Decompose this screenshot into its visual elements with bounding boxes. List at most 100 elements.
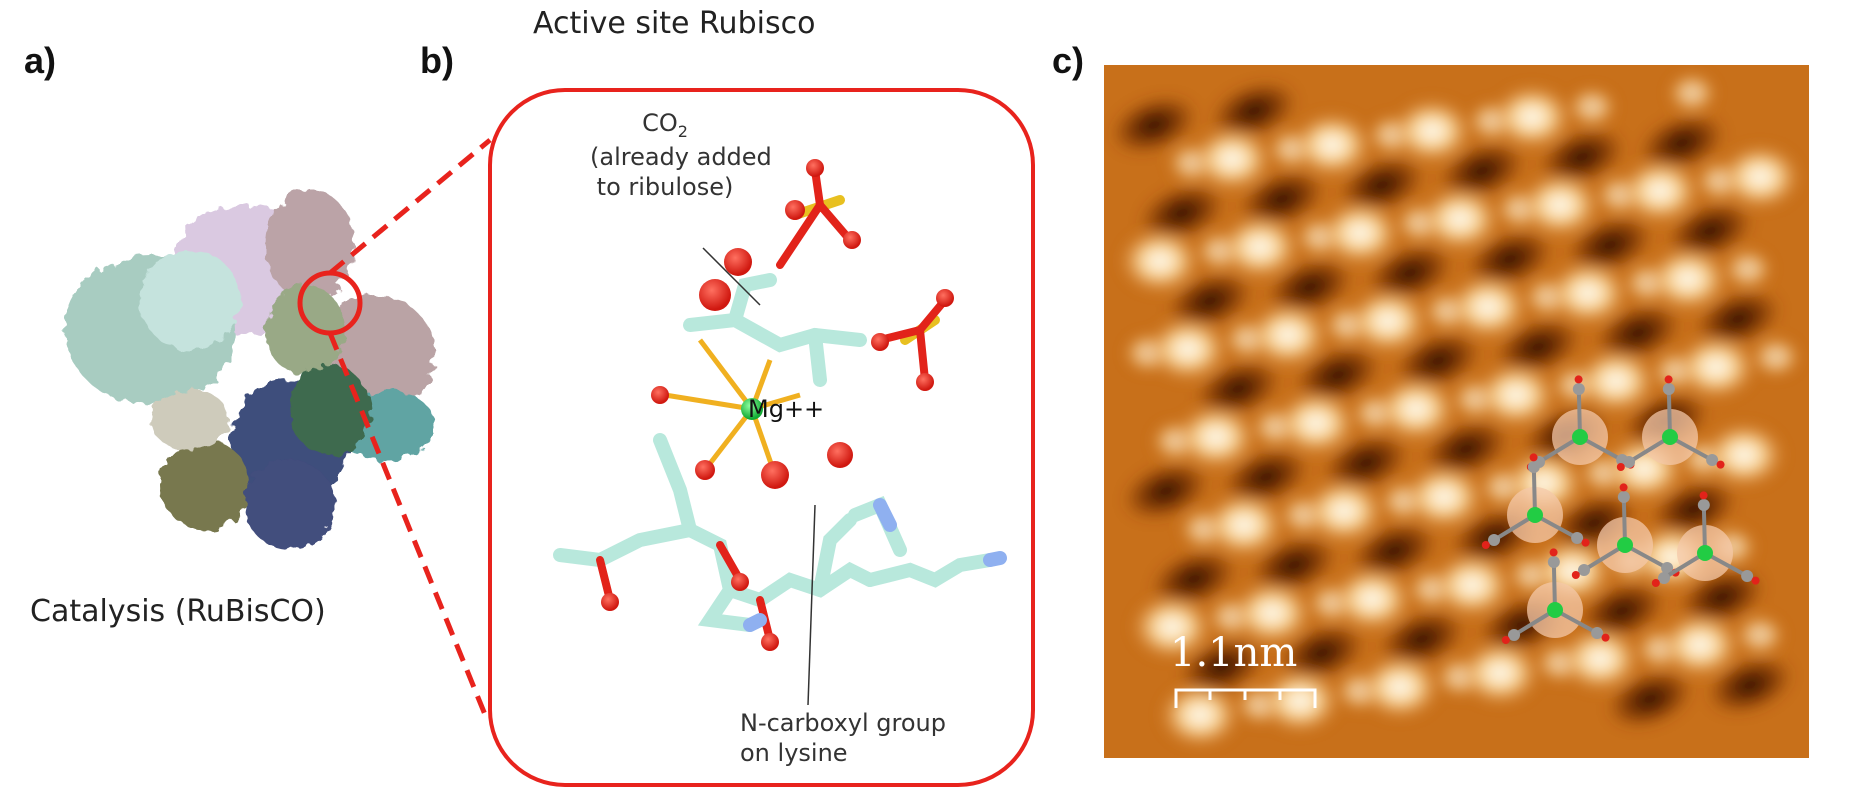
stm-bright-spot [1374,375,1458,443]
molecule-model-oxygen [1581,538,1590,547]
molecule-model-oxygen [1549,548,1558,557]
stm-bright-spot [1518,171,1602,239]
molecule-model-carbon [1697,499,1710,512]
molecule-model-carbon [1591,627,1604,640]
stm-bright-spot [1130,593,1214,661]
co2-note-line2: (already added [590,142,772,171]
stm-bright-spot [1750,335,1802,379]
co2-annotation: CO2 (already added to ribulose) [590,108,772,202]
molecule-model-metal-center [1617,537,1633,553]
zoom-line-bottom [327,332,491,723]
co2-pointer-line [702,247,761,306]
stm-bright-spot [1302,477,1386,545]
stm-bright-spot [1274,389,1358,457]
zoom-line-top [328,138,492,275]
molecule-model-oxygen [1619,483,1628,492]
molecule-model-carbon [1658,571,1671,584]
stm-bright-spot [1722,247,1774,291]
stm-bright-spot [1402,463,1486,531]
active-site-box [488,88,1035,787]
panel-label-c: c) [1052,40,1085,81]
molecule-model-oxygen [1716,460,1725,469]
molecule-model-metal-center [1547,602,1563,618]
molecule-model-oxygen [1571,570,1580,579]
molecule-model-carbon [1571,532,1584,545]
molecule-model-carbon [1706,454,1719,467]
co2-note-line3: to ribulose) [596,172,734,201]
stm-bright-spot [1174,403,1258,471]
stm-bright-spot [1734,613,1786,657]
stm-bright-spot [1218,213,1302,281]
molecule-model-carbon [1547,556,1560,569]
molecule-model-oxygen [1574,375,1583,384]
stm-bright-spot [1346,287,1430,355]
molecule-model-carbon [1578,563,1591,576]
stm-bright-spot [1646,245,1730,313]
stm-bright-spot [1474,361,1558,429]
molecule-model-carbon [1741,570,1754,583]
panel-b-title: Active site Rubisco [533,6,816,41]
stm-bright-spot [1418,185,1502,253]
panel-label-a: a) [24,40,57,81]
molecule-model-oxygen [1601,633,1610,642]
stm-bright-spot [1358,653,1442,721]
stm-bright-spot [1190,125,1274,193]
co2-text: CO [642,109,678,137]
magnesium-atom [741,398,763,420]
ncarboxyl-line2: on lysine [740,739,848,767]
stm-bright-spot [1458,639,1542,707]
active-site-molecule [553,159,1007,706]
stm-bright-spot [1674,333,1758,401]
magnesium-label: Mg++ [748,395,825,423]
molecule-model-metal-center [1697,545,1713,561]
stm-bright-spot [1490,83,1574,151]
ncarboxyl-pointer-line [807,504,816,706]
molecule-model-carbon [1617,491,1630,504]
molecule-model-carbon [1527,461,1540,474]
molecule-model-metal-center [1527,507,1543,523]
stm-depression [1109,94,1199,156]
molecule-model-oxygen [1501,635,1510,644]
protein-subunits [65,190,435,550]
stm-bright-spot [1246,301,1330,369]
stm-bright-spot [1202,491,1286,559]
molecule-model-carbon [1661,562,1674,575]
stm-bright-spot [1546,259,1630,327]
stm-bright-spot [1258,667,1342,735]
stm-bright-spot [1330,565,1414,633]
molecule-model-oxygen [1664,375,1673,384]
molecule-model-oxygen [1481,540,1490,549]
stm-bright-spot [1230,579,1314,647]
stm-bright-spot [1718,143,1802,211]
stm-bright-spot [1430,551,1514,619]
molecule-model-metal-center [1572,429,1588,445]
molecule-model-carbon [1623,455,1636,468]
ncarboxyl-annotation: N-carboxyl group on lysine [740,708,946,768]
stm-bright-spot [1146,315,1230,383]
stm-bright-spot [1390,97,1474,165]
co2-subscript: 2 [677,121,688,141]
stm-bright-spot [1618,157,1702,225]
stm-bright-spot [1702,421,1786,489]
stm-bright-spot [1558,625,1642,693]
molecule-model-carbon [1572,383,1585,396]
stm-bright-spot [1318,199,1402,267]
stm-bright-spot [1158,681,1242,749]
molecule-model-oxygen [1616,462,1625,471]
panel-a-caption: Catalysis (RuBisCO) [30,594,326,629]
panel-label-b: b) [420,40,454,81]
stm-bright-spot [1118,227,1202,295]
molecule-model-carbon [1508,628,1521,641]
ncarboxyl-line1: N-carboxyl group [740,709,946,737]
molecule-model-carbon [1488,533,1501,546]
scale-bar-label: 1.1nm [1170,630,1298,676]
molecule-model-oxygen [1751,576,1760,585]
molecule-model-oxygen [1699,491,1708,500]
stm-bright-spot [1290,111,1374,179]
stm-depression [1121,460,1211,522]
molecule-model-oxygen [1529,453,1538,462]
stm-bright-spot [1574,347,1658,415]
stm-bright-spot [1566,85,1618,129]
